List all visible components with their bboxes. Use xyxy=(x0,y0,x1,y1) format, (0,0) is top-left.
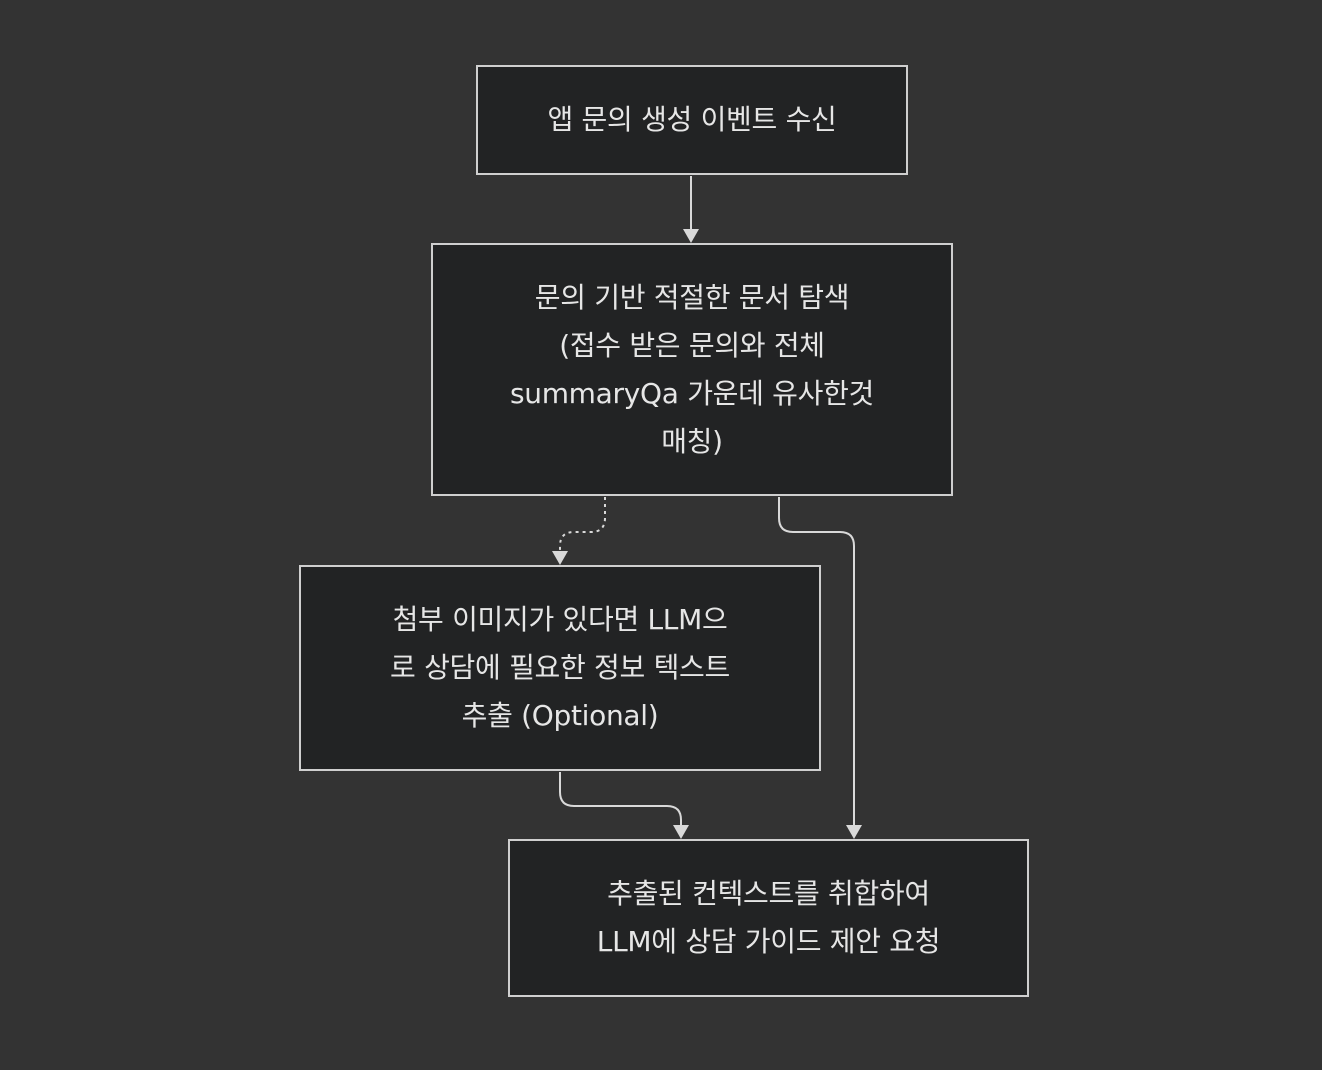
node-label: 문의 기반 적절한 문서 탐색 (접수 받은 문의와 전체 summaryQa … xyxy=(510,274,874,466)
edge-node1-to-node2 xyxy=(683,176,699,243)
node-label-line: 추출 (Optional) xyxy=(461,699,659,732)
node-label: 첨부 이미지가 있다면 LLM으 로 상담에 필요한 정보 텍스트 추출 (Op… xyxy=(390,596,730,740)
node-label: 앱 문의 생성 이벤트 수신 xyxy=(547,96,836,144)
node-label-line: LLM에 상담 가이드 제안 요청 xyxy=(596,925,941,958)
arrowhead-icon xyxy=(846,825,862,839)
node-label-line: 첨부 이미지가 있다면 LLM으 xyxy=(392,603,728,636)
arrowhead-icon xyxy=(552,551,568,565)
node-label-line: 매칭) xyxy=(661,424,723,458)
node-extract-image-text: 첨부 이미지가 있다면 LLM으 로 상담에 필요한 정보 텍스트 추출 (Op… xyxy=(299,565,821,771)
arrowhead-icon xyxy=(683,229,699,243)
node-search-documents: 문의 기반 적절한 문서 탐색 (접수 받은 문의와 전체 summaryQa … xyxy=(431,243,953,496)
node-receive-inquiry-event: 앱 문의 생성 이벤트 수신 xyxy=(476,65,908,175)
node-label-line: 문의 기반 적절한 문서 탐색 xyxy=(534,280,850,314)
arrowhead-icon xyxy=(673,825,689,839)
edge-node2-to-node3 xyxy=(552,497,606,565)
node-label-line: 앱 문의 생성 이벤트 수신 xyxy=(547,103,837,136)
node-request-guide: 추출된 컨텍스트를 취합하여 LLM에 상담 가이드 제안 요청 xyxy=(508,839,1029,997)
edge-node3-to-node4 xyxy=(559,772,689,839)
node-label-line: 추출된 컨텍스트를 취합하여 xyxy=(607,877,930,910)
node-label: 추출된 컨텍스트를 취합하여 LLM에 상담 가이드 제안 요청 xyxy=(596,870,941,966)
node-label-line: summaryQa 가운데 유사한것 xyxy=(509,376,875,410)
edge-node2-to-node4 xyxy=(778,497,862,839)
node-label-line: 로 상담에 필요한 정보 텍스트 xyxy=(390,651,730,684)
node-label-line: (접수 받은 문의와 전체 xyxy=(559,328,825,362)
